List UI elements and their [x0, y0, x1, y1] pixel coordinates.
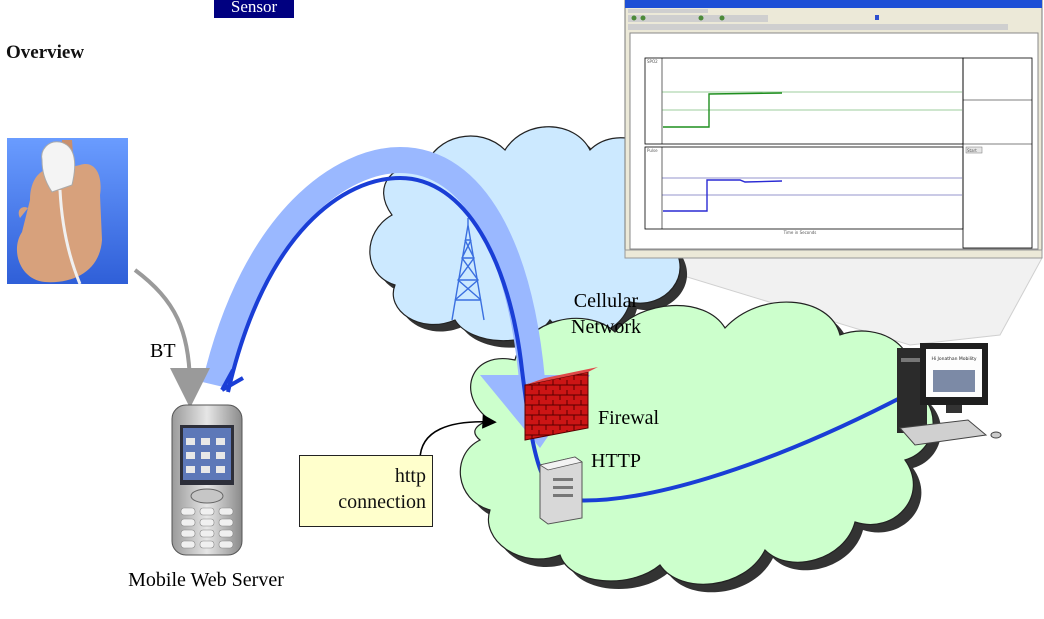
cellular-network-label-line1: Cellular — [574, 290, 639, 312]
firewall-label: Firewal — [598, 407, 660, 429]
http-server-label: HTTP — [591, 450, 641, 472]
smartphone-icon — [171, 404, 243, 556]
chart-top-label: SPO2 — [647, 59, 658, 64]
server-tower-icon — [538, 456, 583, 525]
http-route-line — [226, 175, 901, 503]
section-title: Overview — [6, 42, 85, 63]
route-arrowhead — [220, 369, 244, 392]
http-connection-note: http connection — [299, 455, 433, 527]
mobile-web-server-label: Mobile Web Server — [128, 569, 284, 591]
monitor-screen-title: Hi Jonathan Mobility — [931, 356, 976, 362]
note-line-2: connection — [338, 491, 426, 513]
http-connection-connector — [419, 414, 497, 461]
finger-pulse-oximeter-photo — [7, 138, 128, 285]
bluetooth-label: BT — [150, 340, 176, 362]
sensor-label: Sensor — [214, 0, 294, 18]
desktop-computer-icon: Hi Jonathan Mobility — [897, 343, 1002, 446]
note-line-1: http — [394, 465, 426, 487]
x-axis-label: Time in Seconds — [783, 230, 817, 235]
start-button: Start — [967, 148, 977, 153]
cellular-network-label-line2: Network — [571, 316, 641, 338]
bluetooth-link-arrow — [133, 268, 210, 408]
radio-tower-icon — [451, 218, 485, 321]
browser-window-screenshot: SPO2 Pulse Start Time in Seconds — [624, 0, 1043, 259]
firewall-brick-icon — [524, 367, 598, 441]
chart-bottom-label: Pulse — [647, 148, 658, 153]
data-flow-arrow — [202, 146, 545, 388]
